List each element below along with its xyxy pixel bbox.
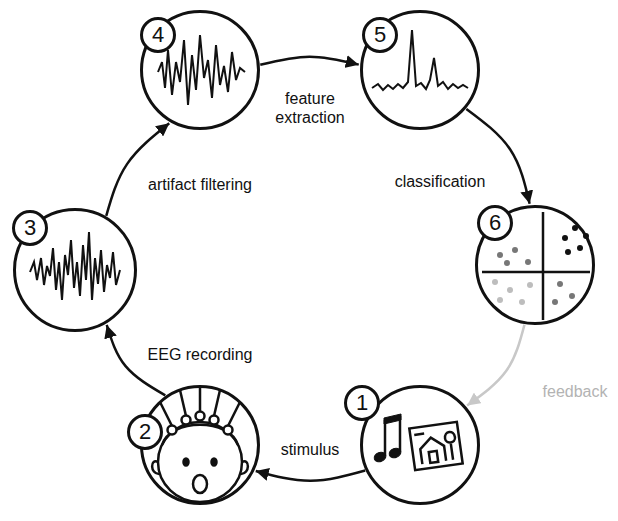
stage-circle: 1 — [360, 385, 480, 505]
ear — [241, 461, 248, 474]
note-beam — [384, 414, 401, 424]
stage-circle: 4 — [140, 10, 260, 130]
axis — [542, 212, 545, 320]
hair-line — [162, 425, 238, 445]
class-dots-light — [492, 279, 533, 305]
edge-label: EEG recording — [146, 345, 255, 364]
class-dots-black — [562, 225, 589, 255]
class-dots-grey — [497, 247, 575, 305]
electrode — [182, 416, 191, 425]
picture-icon — [409, 422, 462, 470]
circle-outline — [142, 387, 259, 504]
house — [419, 436, 446, 464]
electrode — [196, 412, 205, 421]
electrode-wire — [199, 386, 202, 412]
head — [158, 422, 242, 502]
electrode-wire — [160, 402, 172, 426]
step-number: 3 — [12, 210, 48, 246]
face-with-electrodes — [152, 386, 248, 502]
electrode — [224, 426, 233, 435]
electrode — [168, 426, 177, 435]
note-head — [388, 447, 402, 460]
electrode — [210, 416, 219, 425]
step-number: 5 — [362, 17, 398, 53]
stage-circle: 2 — [140, 385, 260, 505]
house-door — [429, 451, 438, 463]
eye — [212, 459, 217, 466]
edge-label: stimulus — [279, 440, 342, 459]
flow-arrow — [467, 325, 524, 406]
ear — [152, 461, 159, 474]
note-head — [373, 451, 387, 464]
stage-circle: 6 — [475, 205, 595, 325]
step-number: 2 — [127, 414, 163, 450]
axis — [482, 271, 590, 274]
electrode-wire — [228, 402, 240, 426]
step-number: 6 — [477, 205, 513, 241]
mouth — [193, 475, 207, 493]
edge-label: classification — [393, 172, 488, 191]
stage-circle: 5 — [360, 10, 480, 130]
edge-label: feature extraction — [265, 89, 355, 127]
picture-frame — [409, 422, 462, 470]
flow-arrow — [106, 123, 169, 216]
flow-arrow — [256, 471, 365, 481]
edge-label: feedback — [541, 382, 610, 401]
tree — [444, 431, 458, 460]
stimulus-icons — [373, 414, 463, 470]
flow-arrow — [260, 57, 358, 65]
circle-outline — [140, 385, 260, 505]
step-number: 1 — [344, 385, 380, 421]
edge-label: artifact filtering — [146, 175, 254, 194]
electrode-wire — [180, 390, 186, 416]
eye — [184, 459, 189, 466]
step-number: 4 — [140, 17, 176, 53]
note-stem — [384, 420, 387, 456]
note-stem — [399, 416, 402, 452]
electrode-wire — [214, 390, 220, 416]
stage-circle: 3 — [13, 208, 137, 332]
circle-outline — [362, 12, 479, 129]
cloud — [414, 434, 424, 435]
raw-eeg-wave — [30, 232, 120, 300]
